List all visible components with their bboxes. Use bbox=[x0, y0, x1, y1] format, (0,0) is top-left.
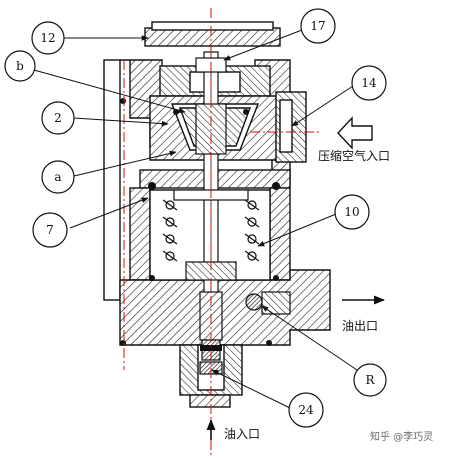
callout-2: 2 bbox=[41, 101, 75, 135]
callout-12: 12 bbox=[31, 21, 65, 55]
springs bbox=[162, 199, 260, 262]
leader-lines bbox=[33, 29, 361, 409]
callout-24: 24 bbox=[288, 392, 324, 428]
svg-text:a: a bbox=[54, 170, 61, 184]
svg-text:12: 12 bbox=[40, 31, 55, 45]
svg-text:17: 17 bbox=[310, 19, 325, 33]
air-inlet-label: 压缩空气入口 bbox=[318, 148, 390, 163]
air-inlet-arrow bbox=[337, 116, 373, 150]
svg-text:R: R bbox=[365, 373, 375, 387]
piston-assembly bbox=[173, 51, 291, 375]
svg-text:b: b bbox=[16, 59, 24, 73]
callout-R: R bbox=[353, 363, 387, 397]
svg-text:7: 7 bbox=[46, 223, 54, 237]
svg-text:2: 2 bbox=[54, 111, 62, 125]
oil-inlet-label: 油入口 bbox=[224, 427, 260, 441]
callout-10: 10 bbox=[334, 194, 370, 230]
callout-7: 7 bbox=[32, 212, 68, 248]
svg-text:24: 24 bbox=[298, 403, 314, 417]
callout-b: b bbox=[4, 50, 36, 82]
callout-14: 14 bbox=[351, 65, 387, 101]
callout-17: 17 bbox=[300, 8, 336, 44]
watermark: 知乎 @李巧灵 bbox=[370, 430, 433, 443]
svg-text:10: 10 bbox=[344, 205, 359, 219]
svg-text:14: 14 bbox=[361, 76, 377, 90]
callout-a: a bbox=[41, 160, 75, 194]
centerlines bbox=[123, 8, 320, 456]
seals bbox=[120, 98, 280, 351]
oil-outlet-label: 油出口 bbox=[342, 319, 378, 333]
